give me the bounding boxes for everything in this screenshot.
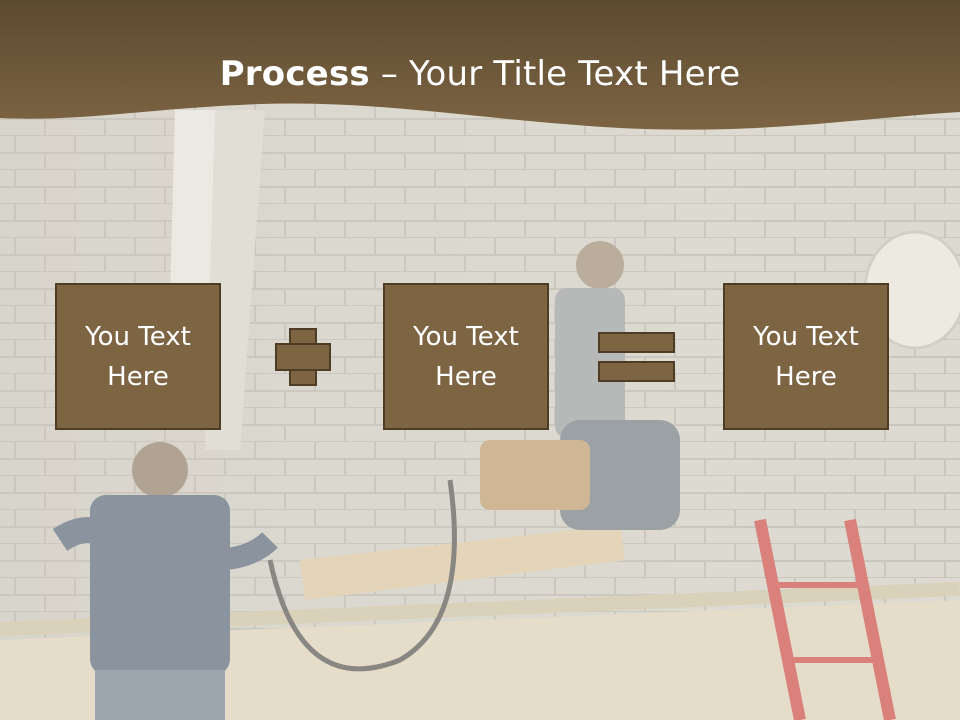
text-box-3[interactable]: You Text Here — [723, 283, 889, 430]
text-box-2-label: You Text Here — [396, 317, 536, 397]
text-box-1-line1: You Text — [85, 321, 191, 352]
slide-title: Process – Your Title Text Here — [0, 52, 960, 96]
header-band — [0, 0, 960, 130]
text-box-1[interactable]: You Text Here — [55, 283, 221, 430]
text-box-1-label: You Text Here — [68, 317, 208, 397]
text-box-2-line2: Here — [435, 361, 497, 392]
title-rest: – Your Title Text Here — [369, 54, 741, 94]
text-box-3-label: You Text Here — [736, 317, 876, 397]
text-box-2[interactable]: You Text Here — [383, 283, 549, 430]
text-box-1-line2: Here — [107, 361, 169, 392]
text-box-3-line2: Here — [775, 361, 837, 392]
text-box-2-line1: You Text — [413, 321, 519, 352]
text-box-3-line1: You Text — [753, 321, 859, 352]
title-bold: Process — [219, 54, 370, 94]
